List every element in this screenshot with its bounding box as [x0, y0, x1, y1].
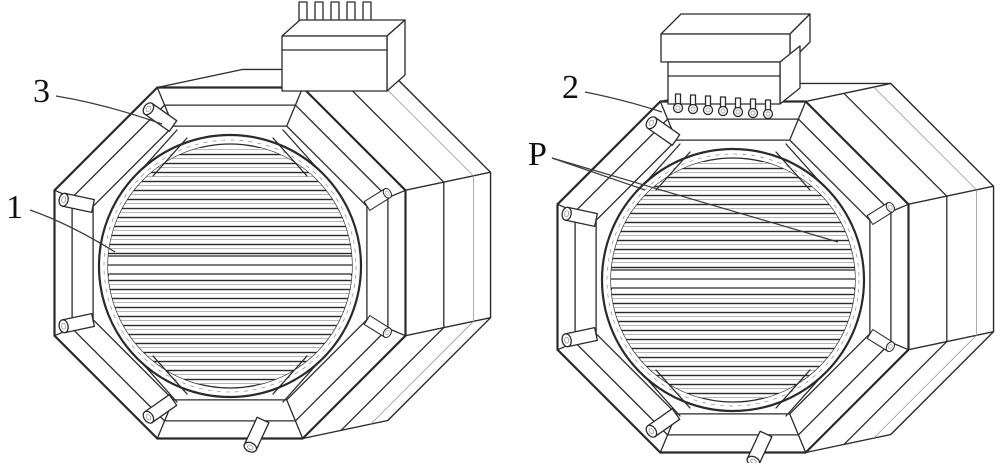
terminal-block: [660, 13, 811, 120]
terminal-block: [281, 1, 406, 92]
ref-label-1: 1: [6, 189, 23, 226]
ref-label-2: 2: [562, 69, 579, 106]
leader-line-p-long: [551, 157, 839, 243]
ref-label-3: 3: [33, 73, 50, 110]
leader-line-3: [55, 95, 163, 125]
terminal-prongs: [298, 1, 372, 23]
leader-line-1: [29, 209, 116, 253]
connector-pins: [672, 93, 774, 120]
leader-line-p-short: [551, 157, 646, 191]
right-assembly: [558, 13, 994, 463]
left-assembly: [55, 1, 491, 454]
ref-label-p: P: [528, 136, 547, 173]
leader-line-2: [584, 91, 663, 113]
